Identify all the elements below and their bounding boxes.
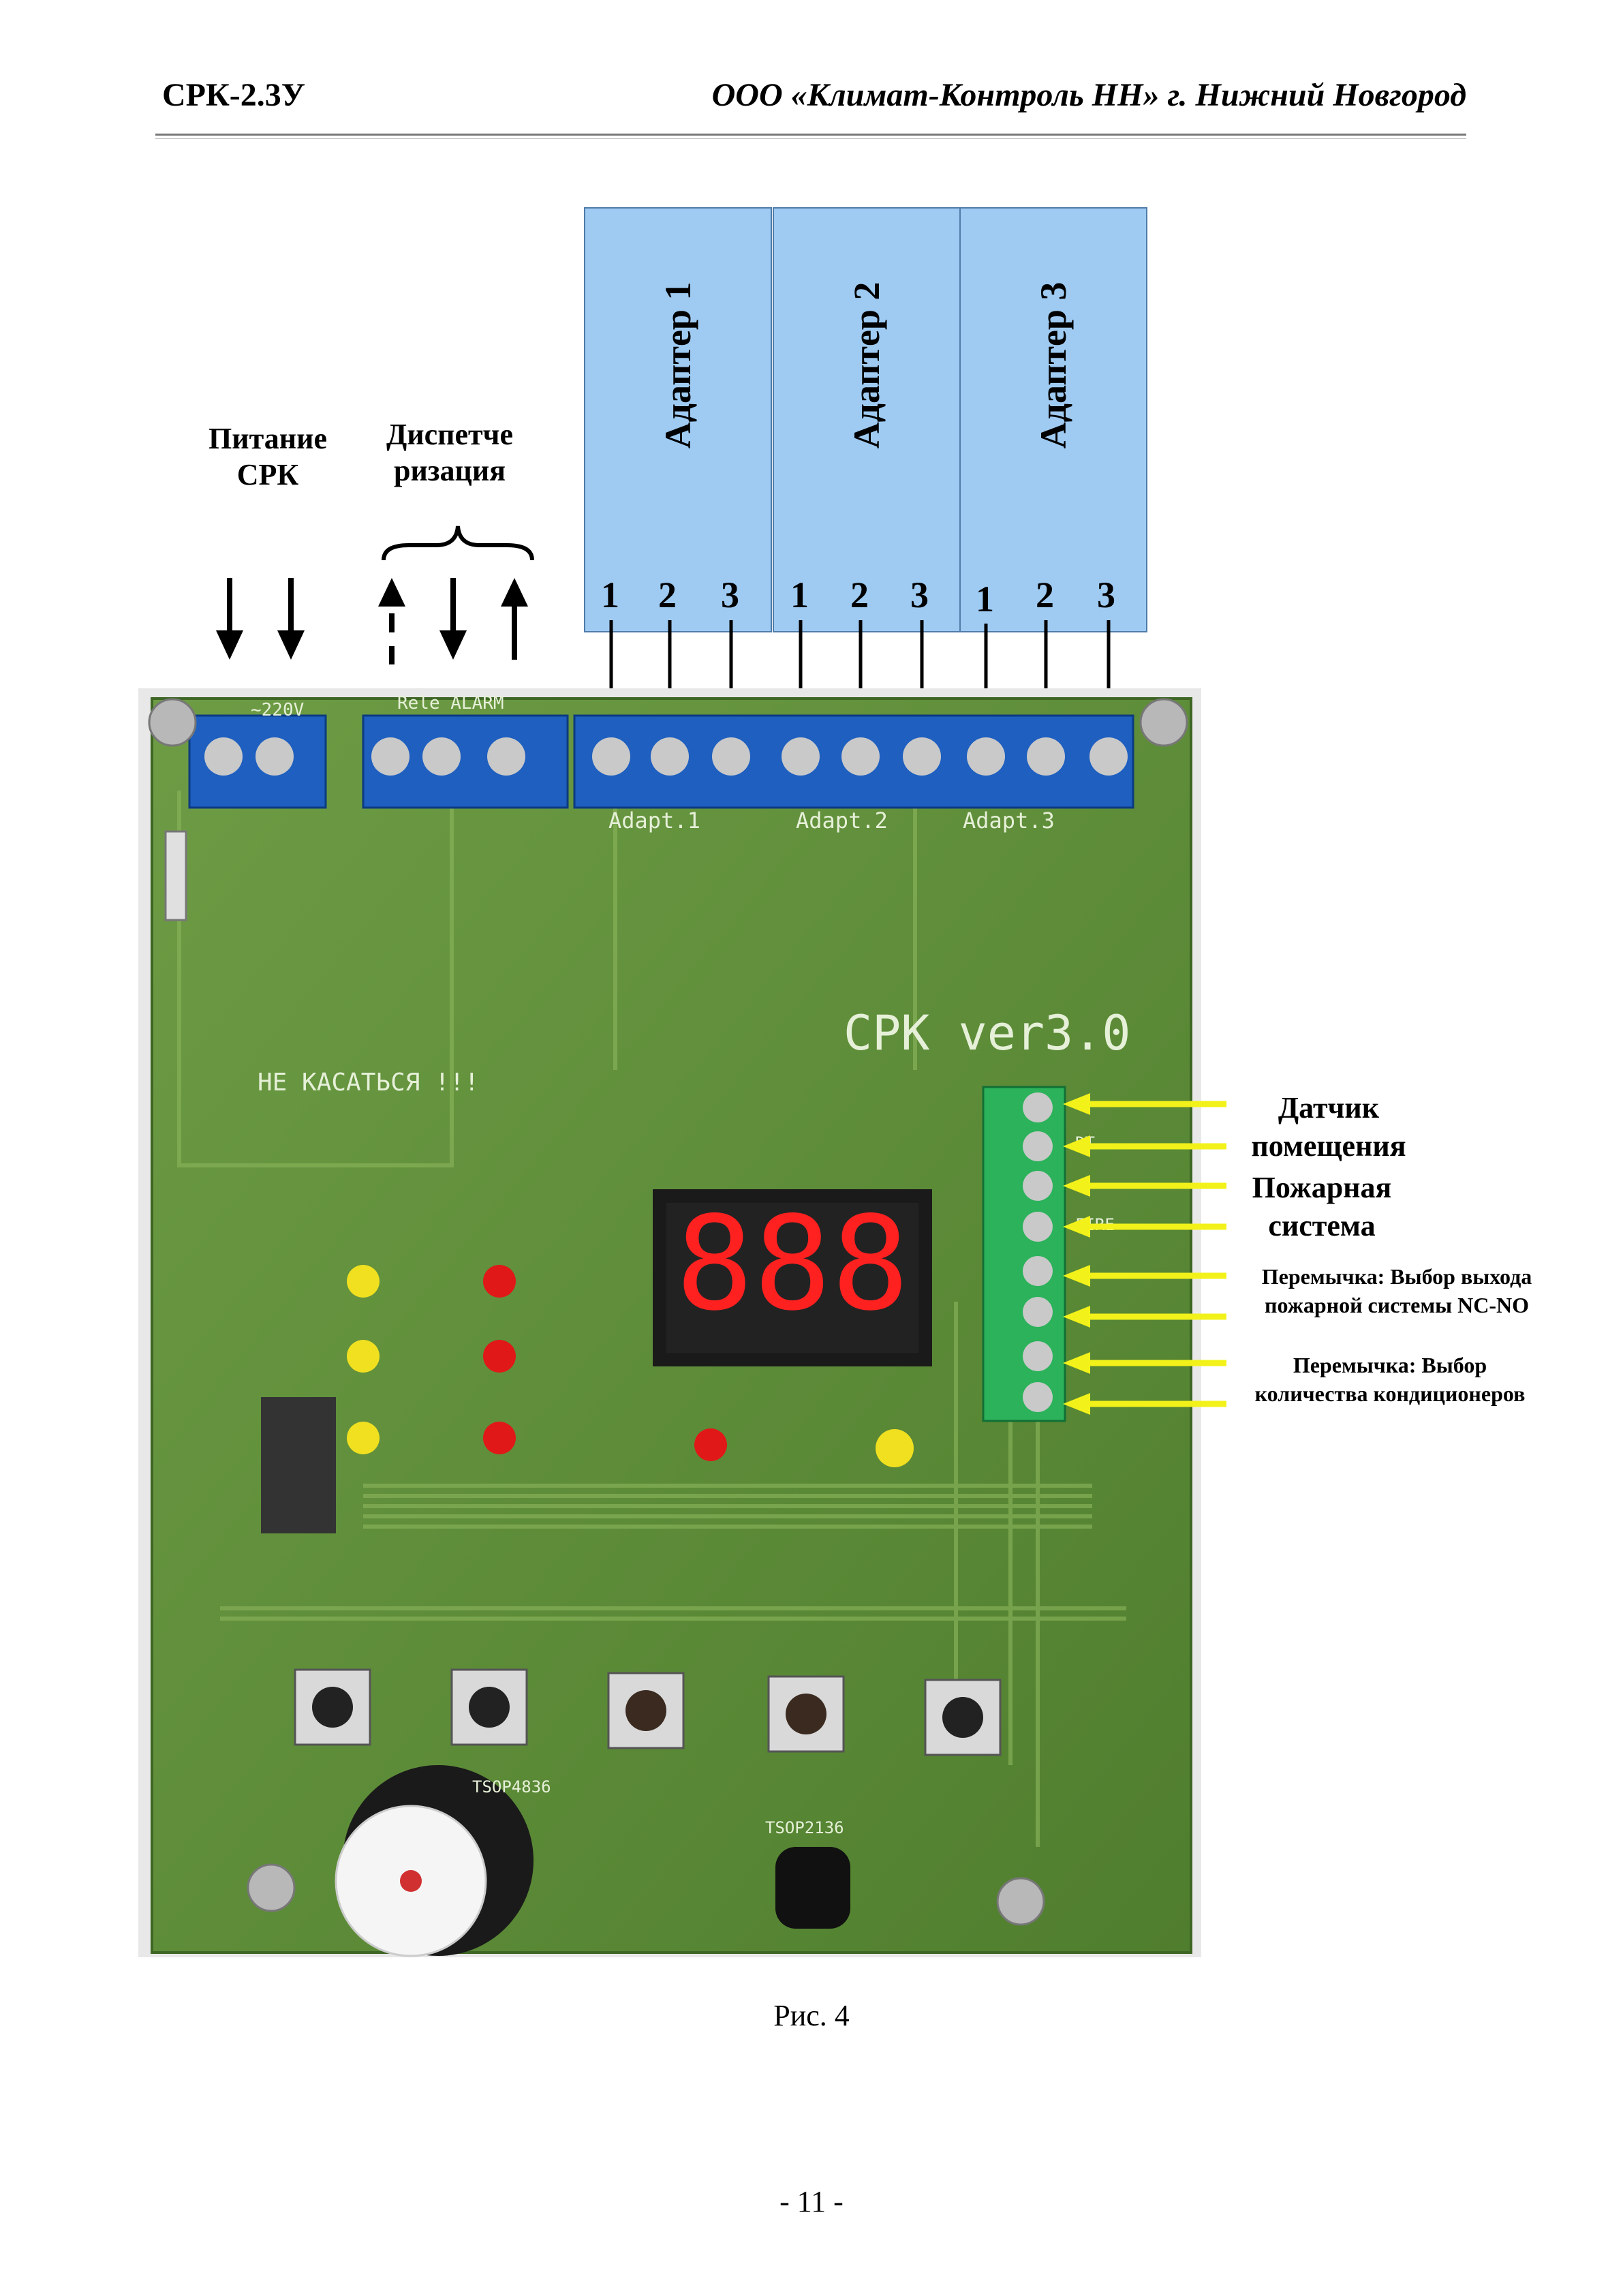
silk-adapt1: Adapt.1 [608, 808, 700, 833]
pin-number: 2 [658, 575, 677, 615]
arrow-head [501, 578, 528, 607]
relay-terminal [362, 714, 569, 809]
adapter-box-1: Адаптер 1 [584, 207, 772, 632]
silk-tsop2: TSOP2136 [765, 1818, 844, 1837]
room-sensor-line1: Датчик [1278, 1091, 1380, 1124]
arrow-head [277, 630, 305, 660]
yellow-arrows [1063, 1093, 1226, 1415]
jumper-cond-label: Перемычка: Выбор количества кондиционеро… [1230, 1351, 1550, 1408]
header-rule-thin [155, 138, 1466, 139]
power-label: Питание СРК [183, 421, 353, 493]
dispatch-label: Диспетче ризация [368, 417, 531, 489]
pcb-drawing: ~220V Rele ALARM Adapt.1 Adapt.2 Adapt.3… [138, 688, 1201, 1957]
fuse [164, 830, 187, 921]
pin-number: 3 [1097, 575, 1115, 615]
pin-header [261, 1397, 336, 1533]
power-label-line1: Питание [208, 422, 327, 455]
seven-segment-display [653, 1189, 932, 1366]
arrow-head [439, 630, 467, 660]
mounting-screws [148, 698, 1188, 1926]
push-buttons [294, 1668, 1002, 1756]
jumper-cond-line1: Перемычка: Выбор [1293, 1353, 1487, 1377]
leds [347, 1265, 914, 1467]
silk-no-touch: НЕ КАСАТЬСЯ !!! [258, 1069, 479, 1097]
pin-number: 1 [601, 575, 619, 615]
pin-number: 2 [850, 575, 869, 615]
pin-number: 3 [721, 575, 739, 615]
silk-model: СРК ver3.0 [844, 1005, 1130, 1061]
silk-power: ~220V [251, 700, 304, 720]
header-right: ООО «Климат-Контроль НН» г. Нижний Новго… [711, 77, 1466, 113]
connection-arrows [216, 525, 1111, 709]
display-digits: 888 [675, 1189, 909, 1339]
adapter-terminals [573, 714, 1134, 809]
room-sensor-label: Датчик помещения [1226, 1089, 1431, 1165]
pin-number: 2 [1036, 575, 1054, 615]
silk-adapt3: Adapt.3 [963, 808, 1055, 833]
figure-caption: Рис. 4 [773, 1999, 850, 2032]
pcb-photo: ~220V Rele ALARM Adapt.1 Adapt.2 Adapt.3… [138, 688, 1201, 1957]
jumper-fire-line2: пожарной системы NC-NO [1265, 1293, 1529, 1317]
ir-receiver [775, 1847, 850, 1929]
silk-adapt2: Adapt.2 [796, 808, 888, 833]
dispatch-label-line1: Диспетче [386, 418, 513, 451]
header-rule [155, 134, 1466, 136]
adapter-box-3: Адаптер 3 [959, 207, 1147, 632]
pin-number: 1 [976, 579, 994, 619]
arrow-head [378, 578, 405, 607]
power-label-line2: СРК [236, 457, 299, 491]
silk-tsop1: TSOP4836 [472, 1777, 551, 1796]
page-number: - 11 - [779, 2185, 844, 2218]
fire-line2: система [1268, 1209, 1376, 1242]
brace [382, 525, 534, 561]
room-sensor-line2: помещения [1251, 1129, 1406, 1163]
arrow-head [216, 630, 243, 660]
fire-system-label: Пожарная система [1226, 1169, 1417, 1245]
jumper-fire-label: Перемычка: Выбор выхода пожарной системы… [1237, 1262, 1557, 1319]
buzzer [335, 1765, 534, 1957]
silk-relay: Rele ALARM [397, 693, 504, 714]
jumper-fire-line1: Перемычка: Выбор выхода [1261, 1264, 1532, 1289]
fire-line1: Пожарная [1252, 1171, 1392, 1204]
power-terminal [188, 714, 327, 809]
adapter-box-2: Адаптер 2 [773, 207, 961, 632]
pin-number: 1 [790, 575, 809, 615]
jumper-cond-line2: количества кондиционеров [1254, 1381, 1526, 1406]
pin-number: 3 [910, 575, 929, 615]
right-terminal [982, 1086, 1066, 1422]
header-left: СРК-2.3У [162, 77, 305, 113]
dispatch-label-line2: ризация [393, 453, 506, 487]
